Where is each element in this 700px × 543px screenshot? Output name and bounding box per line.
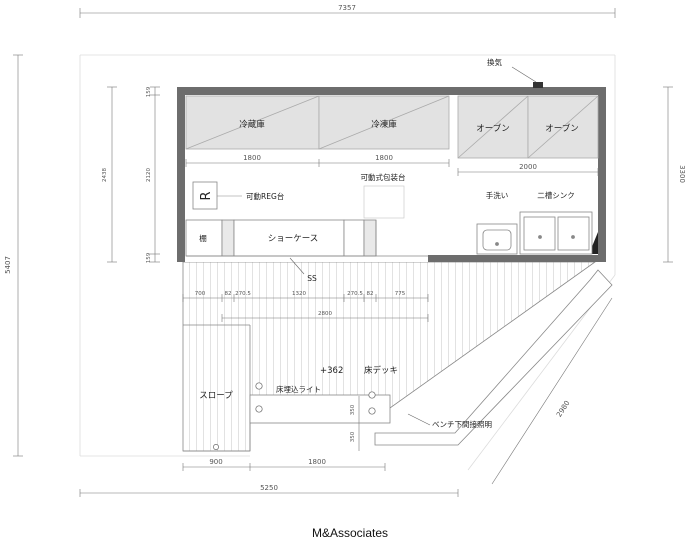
label-ss: SS xyxy=(307,274,317,283)
dim-light-1: 350 xyxy=(350,404,356,415)
dim-seg-2: 82 xyxy=(225,291,232,297)
dim-seg-7: 775 xyxy=(395,291,406,297)
credit: M&Associates xyxy=(311,526,389,540)
label-floor-light: 床埋込ライト xyxy=(276,384,321,394)
label-oven-2: オーブン xyxy=(545,123,579,134)
dim-bottom-left: 900 xyxy=(209,458,222,466)
ventilation-fan xyxy=(533,82,543,88)
label-reg-stand: 可動REG台 xyxy=(246,191,284,201)
ovens xyxy=(457,95,599,159)
floor-light-fixture xyxy=(255,382,263,390)
dim-fridge: 1800 xyxy=(243,154,261,162)
dim-bottom-mid: 1800 xyxy=(308,458,326,466)
label-slope: スロープ xyxy=(199,391,233,401)
label-oven-1: オーブン xyxy=(476,123,510,134)
label-showcase: ショーケース xyxy=(268,234,319,244)
dim-top-total: 7357 xyxy=(338,4,356,12)
reg-stand xyxy=(192,181,242,210)
dim-seg-6: 82 xyxy=(367,291,374,297)
dim-left-total: 5407 xyxy=(4,256,12,274)
floor-light-fixture xyxy=(368,391,376,399)
dim-seg-5: 270.5 xyxy=(347,291,363,297)
floor-light-fixture xyxy=(255,405,263,413)
slope xyxy=(183,324,251,451)
label-ventilation: 換気 xyxy=(487,57,502,67)
label-double-sink: 二槽シンク xyxy=(537,190,575,200)
label-shelf: 棚 xyxy=(199,233,207,243)
dim-light-2: 350 xyxy=(350,431,356,442)
fridge-freezer xyxy=(185,95,450,150)
floor-light-strip xyxy=(213,382,391,450)
sinks xyxy=(476,211,593,255)
label-freezer: 冷凍庫 xyxy=(371,119,397,130)
dim-seg-4: 1320 xyxy=(292,291,306,297)
dim-left-inner-total: 2438 xyxy=(102,168,108,182)
label-level: +362 xyxy=(320,366,343,376)
label-hand-wash: 手洗い xyxy=(486,190,509,200)
dim-seg-3: 270.5 xyxy=(235,291,251,297)
dim-left-inner-top: 159 xyxy=(146,86,152,97)
dim-ovens: 2000 xyxy=(519,163,537,171)
dim-diagonal: 2980 xyxy=(555,399,571,418)
dim-counter-total: 2800 xyxy=(318,311,332,317)
label-floor-deck: 床デッキ xyxy=(364,365,398,376)
dim-left-inner-mid: 2120 xyxy=(146,168,152,182)
reg-symbol: R xyxy=(199,191,214,200)
label-fridge: 冷蔵庫 xyxy=(239,119,265,130)
dim-right-total: 3300 xyxy=(678,165,686,183)
dim-freezer: 1800 xyxy=(375,154,393,162)
dim-seg-1: 700 xyxy=(195,291,206,297)
floor-light-fixture xyxy=(213,444,219,450)
counter xyxy=(185,219,428,257)
bench xyxy=(374,269,613,446)
label-wrapping-table: 可動式包装台 xyxy=(361,172,406,182)
dim-left-inner-bottom: 159 xyxy=(146,252,152,263)
floor-light-fixture xyxy=(368,407,376,415)
dimension-lines xyxy=(13,8,673,497)
label-bench-light: ベンチ下間接照明 xyxy=(432,419,492,429)
dim-bottom-total: 5250 xyxy=(260,484,278,492)
wrapping-table xyxy=(363,185,405,219)
